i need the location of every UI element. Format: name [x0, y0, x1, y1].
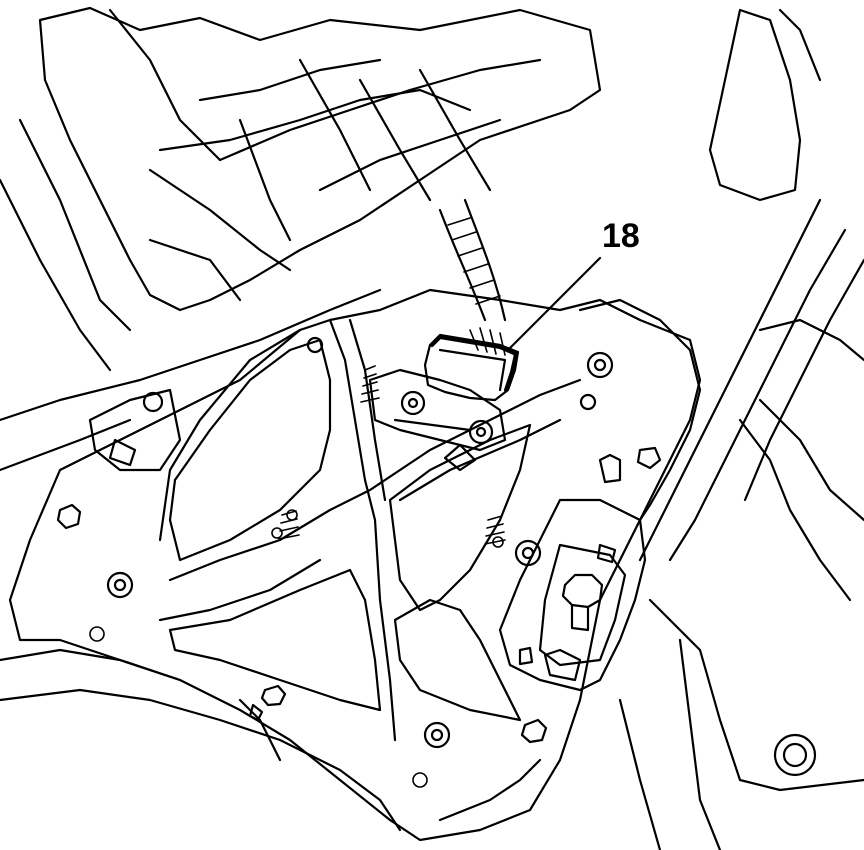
wiring-harness: [438, 198, 507, 322]
mounting-bracket: [0, 288, 702, 842]
callout-18: 18: [506, 217, 640, 352]
fasteners: [56, 336, 614, 788]
electrical-connector: [423, 327, 520, 402]
right-body-structure: [618, 8, 864, 850]
upper-trim-panel: [0, 6, 602, 472]
callout-18-label: 18: [602, 217, 640, 255]
